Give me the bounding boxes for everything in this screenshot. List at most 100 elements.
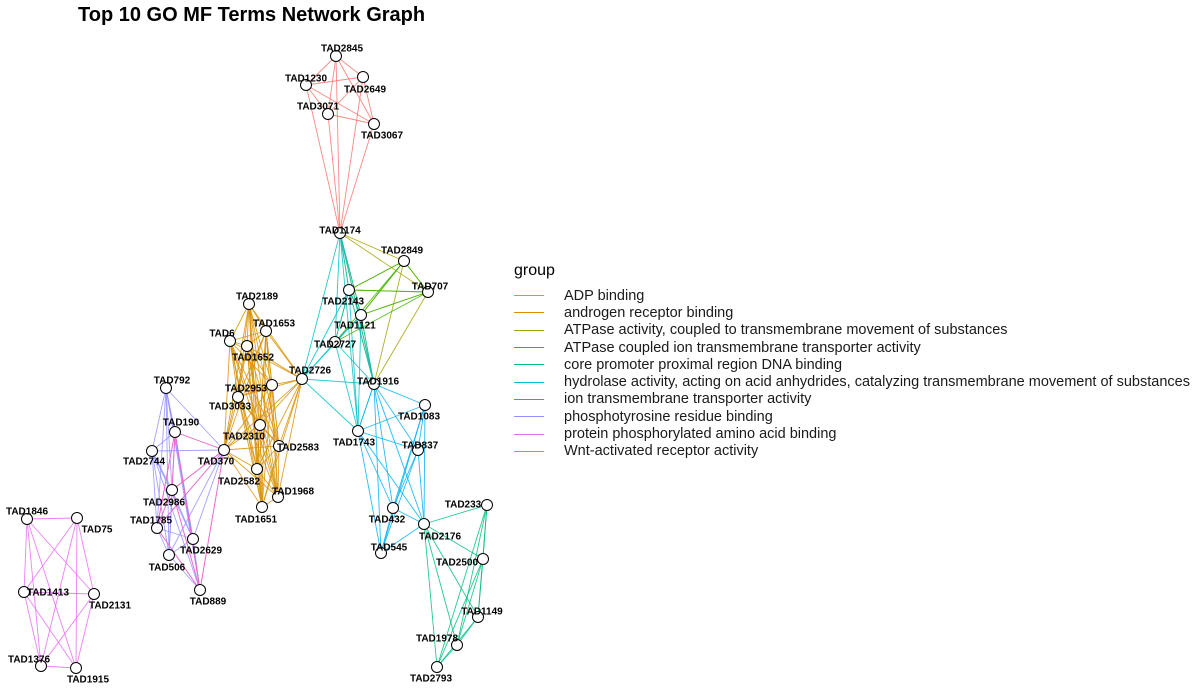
node-label: TAD1413 xyxy=(27,588,69,599)
node-label: TAD432 xyxy=(369,515,406,526)
edge-TAD2727-TAD1916 xyxy=(334,341,375,385)
edge-TAD190-TAD889 xyxy=(174,431,201,591)
legend-label: ion transmembrane transporter activity xyxy=(564,391,812,408)
node-TAD1978: TAD1978 xyxy=(416,634,463,651)
node-TAD2849: TAD2849 xyxy=(381,246,423,267)
edge-TAD2744-TAD370 xyxy=(151,449,225,452)
node-circle xyxy=(330,50,342,62)
node-circle xyxy=(355,309,367,321)
edge-TAD1230-TAD3067 xyxy=(305,84,375,125)
node-TAD1121: TAD1121 xyxy=(334,309,376,332)
node-label: TAD2143 xyxy=(322,297,364,308)
node-circle xyxy=(71,512,83,524)
edge-TAD2845-TAD3071 xyxy=(327,55,337,115)
edge-TAD2310-TAD2582 xyxy=(256,424,261,470)
edge-TAD6-TAD1651 xyxy=(229,340,263,508)
edge-TAD2310-TAD370 xyxy=(223,424,261,451)
edge-TAD2845-TAD3067 xyxy=(335,55,375,125)
node-circle xyxy=(322,108,334,120)
edge-TAD2744-TAD889 xyxy=(151,450,201,591)
node-label: TAD1651 xyxy=(235,515,277,526)
node-label: TAD1174 xyxy=(319,226,361,237)
node-circle xyxy=(273,440,285,452)
edge-TAD370-TAD889 xyxy=(199,449,225,591)
edge-TAD2176-TAD545 xyxy=(380,523,425,554)
edge-TAD1174-TAD707 xyxy=(339,232,429,293)
node-circle xyxy=(254,419,266,431)
node-label: TAD2726 xyxy=(289,366,331,377)
node-circle xyxy=(272,491,284,503)
node-label: TAD1652 xyxy=(232,353,274,364)
node-TAD2583: TAD2583 xyxy=(273,440,319,454)
node-TAD1376: TAD1376 xyxy=(8,655,50,672)
edge-TAD1652-TAD2726 xyxy=(246,345,303,380)
edge-TAD3033-TAD2582 xyxy=(237,396,258,470)
node-circle xyxy=(160,382,172,394)
legend-item: core promoter proximal region DNA bindin… xyxy=(514,356,1190,373)
edge-TAD1846-TAD75 xyxy=(26,517,78,520)
node-label: TAD792 xyxy=(154,376,191,387)
node-label: TAD1376 xyxy=(8,655,50,666)
node-TAD1174: TAD1174 xyxy=(319,226,361,239)
edge-TAD2849-TAD2143 xyxy=(348,260,405,291)
edge-TAD2727-TAD1743 xyxy=(334,341,359,432)
edge-TAD2131-TAD1915 xyxy=(75,593,95,669)
node-circle xyxy=(187,533,199,545)
edge-TAD707-TAD2143 xyxy=(348,289,429,293)
edge-TAD792-TAD370 xyxy=(165,387,225,451)
edge-TAD1846-TAD1915 xyxy=(26,518,77,669)
edge-TAD2176-TAD2793 xyxy=(423,523,438,668)
node-circle xyxy=(18,586,30,598)
node-label: TAD3071 xyxy=(297,102,339,113)
node-circle xyxy=(357,71,369,83)
node-label: TAD1968 xyxy=(272,487,314,498)
node-TAD2953: TAD2953 xyxy=(225,379,278,395)
edge-TAD1743-TAD432 xyxy=(357,430,394,509)
edge-TAD2849-TAD707 xyxy=(403,260,429,293)
legend-label: ATPase coupled ion transmembrane transpo… xyxy=(564,339,921,356)
edge-layer xyxy=(23,55,488,669)
node-label: TAD2583 xyxy=(277,443,319,454)
node-label: TAD6 xyxy=(209,329,235,340)
node-circle xyxy=(266,379,278,391)
edge-TAD2727-TAD2726 xyxy=(301,341,336,380)
legend-item: protein phosphorylated amino acid bindin… xyxy=(514,425,1190,442)
edge-TAD2131-TAD1376 xyxy=(40,593,95,667)
legend-item: hydrolase activity, acting on acid anhyd… xyxy=(514,373,1190,390)
edge-TAD2849-TAD2727 xyxy=(334,260,405,343)
node-label: TAD2793 xyxy=(410,674,452,685)
node-TAD2176: TAD2176 xyxy=(418,518,461,543)
legend-item: ATPase activity, coupled to transmembran… xyxy=(514,322,1190,339)
edge-TAD1916-TAD1743 xyxy=(357,383,375,432)
edge-TAD707-TAD1916 xyxy=(373,291,429,385)
edge-TAD3071-TAD1174 xyxy=(327,113,341,234)
legend-key xyxy=(514,295,544,297)
node-TAD2189: TAD2189 xyxy=(236,292,278,310)
node-TAD1743: TAD1743 xyxy=(333,425,375,449)
edge-TAD2143-TAD1916 xyxy=(348,289,375,385)
node-circle xyxy=(251,463,263,475)
node-label: TAD2953 xyxy=(225,384,267,395)
legend-key xyxy=(514,347,544,349)
edge-TAD1083-TAD837 xyxy=(417,404,426,451)
legend-key xyxy=(514,450,544,452)
edge-TAD190-TAD370 xyxy=(174,431,225,451)
edge-TAD2582-TAD1651 xyxy=(256,468,263,508)
legend-label: protein phosphorylated amino acid bindin… xyxy=(564,426,837,443)
node-layer: TAD2845TAD1230TAD2649TAD3071TAD3067TAD11… xyxy=(6,44,503,686)
legend-key xyxy=(514,312,544,314)
edge-TAD2726-TAD1743 xyxy=(301,378,359,432)
edge-TAD1743-TAD2176 xyxy=(357,430,425,525)
edge-TAD2176-TAD233 xyxy=(423,504,488,525)
node-circle xyxy=(343,284,355,296)
node-label: TAD707 xyxy=(412,282,449,293)
edge-TAD2500-TAD2793 xyxy=(436,558,484,668)
node-TAD2744: TAD2744 xyxy=(123,445,165,468)
legend-label: ATPase activity, coupled to transmembran… xyxy=(564,322,1008,339)
edge-TAD2953-TAD2310 xyxy=(259,384,273,426)
node-circle xyxy=(260,325,272,337)
node-label: TAD2727 xyxy=(314,340,356,351)
node-TAD837: TAD837 xyxy=(402,441,439,456)
node-circle xyxy=(169,426,181,438)
